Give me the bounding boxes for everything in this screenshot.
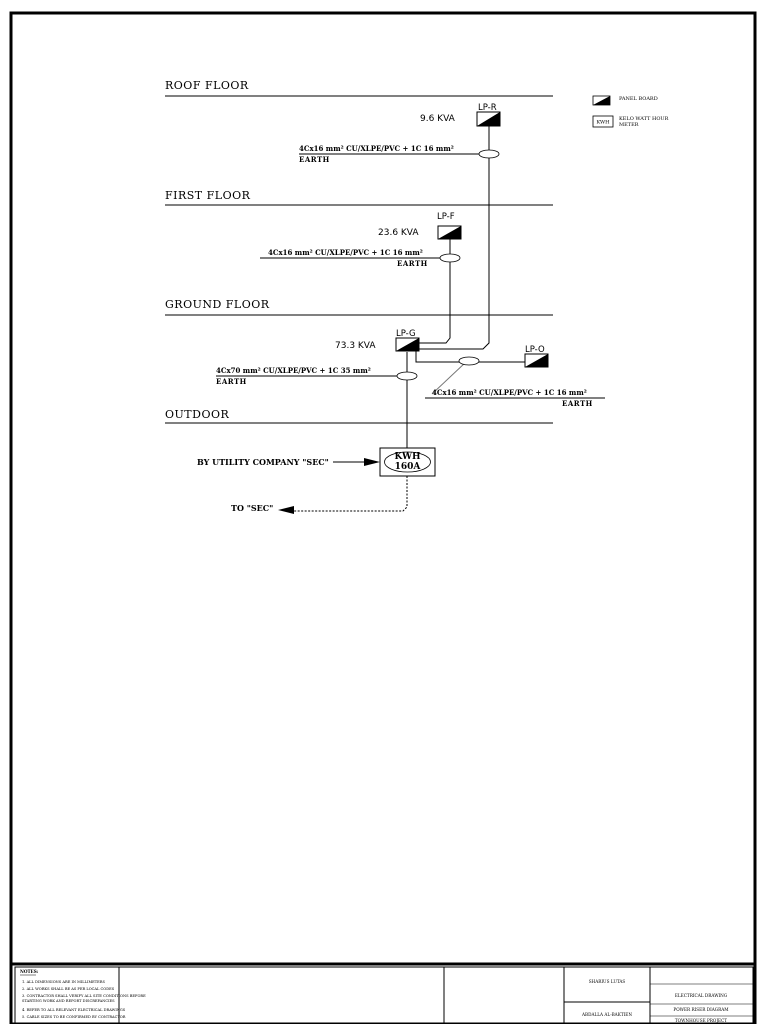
kwh-meter-icon — [592, 115, 614, 128]
cable-sleeve-lpg — [396, 371, 418, 381]
panel-lpr-earth: EARTH — [299, 155, 330, 164]
utility-outgoing: TO "SEC" — [231, 476, 408, 514]
sheet-value: POWER RISER DIAGRAM — [673, 1007, 729, 1012]
panel-lpo-name: LP-O — [525, 345, 545, 355]
utility-outgoing-label: TO "SEC" — [231, 503, 273, 513]
floor-first: FIRST FLOOR — [165, 189, 553, 206]
arrow-right-icon — [364, 458, 380, 466]
legend-kwh-label-line1: KELO WATT HOUR — [619, 116, 669, 122]
panel-lpf-name: LP-F — [437, 212, 455, 222]
floor-label-ground: GROUND FLOOR — [165, 298, 270, 311]
floor-label-roof: ROOF FLOOR — [165, 79, 249, 92]
floor-outdoor: OUTDOOR — [165, 408, 553, 424]
title-block-values: SHARIUS LUTAS ABDALLA AL-BAKTIEN ELECTRI… — [581, 979, 729, 1023]
utility-incoming: BY UTILITY COMPANY "SEC" — [197, 457, 380, 467]
panel-lpg-cable: 4Cx70 mm² CU/XLPE/PVC + 1C 35 mm² — [216, 366, 371, 375]
panel-board-icon-fill — [477, 112, 500, 126]
title-block-notes: NOTES: 1. ALL DIMENSIONS ARE IN MILLIMET… — [20, 969, 146, 1019]
utility-outgoing-line — [290, 476, 408, 512]
panel-lpf-kva: 23.6 KVA — [378, 228, 419, 238]
panel-lpo-cable: 4Cx16 mm² CU/XLPE/PVC + 1C 16 mm² — [432, 388, 587, 397]
note-line: 3. CONTRACTOR SHALL VERIFY ALL SITE COND… — [22, 994, 146, 998]
utility-incoming-label: BY UTILITY COMPANY "SEC" — [197, 457, 329, 467]
feeder-lpr — [418, 126, 490, 350]
note-line: STARTING WORK AND REPORT DISCREPANCIES — [22, 999, 115, 1003]
owner-value: SHARIUS LUTAS — [589, 979, 626, 984]
cable-sleeve-lpf — [439, 253, 461, 263]
outer-border — [9, 11, 757, 1024]
panel-lpr[interactable]: LP-R 9.6 KVA 4Cx16 mm² CU/XLPE/PVC + 1C … — [299, 103, 501, 164]
cable-sleeve-lpr — [478, 149, 500, 159]
drawing-value: ELECTRICAL DRAWING — [675, 993, 728, 998]
note-line: 2. ALL WORKS SHALL BE AS PER LOCAL CODES — [22, 987, 115, 991]
floor-roof: ROOF FLOOR — [165, 79, 553, 97]
legend-kwh-symbol: KWH — [596, 120, 610, 126]
notes-heading: NOTES: — [20, 969, 39, 974]
panel-lpo[interactable]: LP-O 4Cx16 mm² CU/XLPE/PVC + 1C 16 mm² E… — [432, 345, 593, 408]
feeder-lpo — [415, 347, 540, 363]
legend-kwh-label-line2: METER — [619, 122, 639, 128]
panel-lpr-kva: 9.6 KVA — [420, 114, 456, 124]
lpo-cable-leader — [431, 361, 467, 395]
designer-value: ABDALLA AL-BAKTIEN — [581, 1012, 632, 1017]
title-block — [14, 966, 754, 1024]
cable-tag-lines — [216, 153, 605, 399]
kwh-meter[interactable]: KWH 160A — [379, 447, 436, 477]
panel-board-icon-fill — [593, 96, 610, 105]
note-line: 5. CABLE SIZES TO BE CONFIRMED BY CONTRA… — [22, 1015, 126, 1019]
kwh-meter-line1: KWH — [394, 452, 421, 462]
panel-lpo-earth: EARTH — [562, 399, 593, 408]
panel-lpg-kva: 73.3 KVA — [335, 341, 376, 351]
panel-lpr-name: LP-R — [478, 103, 497, 113]
feeder-lines — [406, 126, 540, 448]
floor-label-first: FIRST FLOOR — [165, 189, 251, 202]
title-block-frame — [14, 966, 754, 1024]
cable-sleeve-lpo — [458, 356, 480, 366]
kwh-meter-line2: 160A — [395, 462, 422, 472]
note-line: 1. ALL DIMENSIONS ARE IN MILLIMETERS — [22, 980, 106, 984]
panel-lpf-earth: EARTH — [397, 259, 428, 268]
panel-lpg[interactable]: LP-G 73.3 KVA 4Cx70 mm² CU/XLPE/PVC + 1C… — [216, 329, 420, 386]
panel-lpg-name: LP-G — [396, 329, 416, 339]
floor-label-outdoor: OUTDOOR — [165, 408, 229, 421]
panel-lpf-cable: 4Cx16 mm² CU/XLPE/PVC + 1C 16 mm² — [268, 248, 423, 257]
panel-lpr-cable: 4Cx16 mm² CU/XLPE/PVC + 1C 16 mm² — [299, 144, 454, 153]
extra-value: TOWNHOUSE PROJECT — [675, 1018, 727, 1023]
legend: PANEL BOARD KWH KELO WATT HOUR METER — [592, 95, 669, 128]
panel-board-icon-fill — [438, 226, 461, 239]
panel-lpg-earth: EARTH — [216, 377, 247, 386]
panel-board-icon-fill — [396, 338, 419, 351]
panel-lpf[interactable]: LP-F 23.6 KVA 4Cx16 mm² CU/XLPE/PVC + 1C… — [268, 212, 462, 268]
floor-ground: GROUND FLOOR — [165, 298, 553, 316]
kwh-meter-oval — [384, 451, 431, 473]
feeder-lpf — [418, 239, 451, 344]
arrow-left-icon — [278, 506, 294, 514]
panel-board-icon-fill — [525, 354, 548, 367]
note-line: 4. REFER TO ALL RELEVANT ELECTRICAL DRAW… — [22, 1008, 126, 1012]
legend-panel-board-label: PANEL BOARD — [619, 96, 658, 102]
